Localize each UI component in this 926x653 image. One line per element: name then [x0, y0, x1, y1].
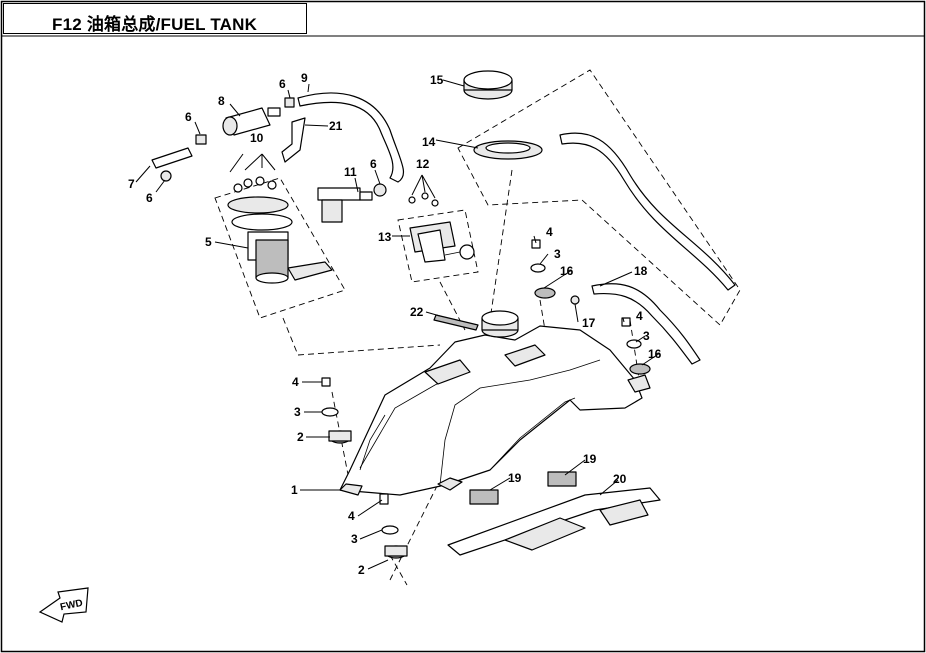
callout-3: 3	[294, 405, 301, 419]
fuel-filter	[222, 107, 281, 136]
tank-rear-bracket	[447, 471, 661, 556]
callout-10: 10	[250, 131, 264, 145]
breather-hose	[559, 132, 736, 291]
hose-clamp-a	[195, 134, 207, 145]
callout-12: 12	[416, 157, 430, 171]
page-title: F12 油箱总成/FUEL TANK	[52, 15, 258, 34]
hose-bracket	[281, 117, 306, 163]
fuel-pump	[227, 176, 333, 284]
title-box: F12 油箱总成/FUEL TANK	[3, 3, 307, 34]
callout-8: 8	[218, 94, 225, 108]
callout-19: 19	[508, 471, 522, 485]
fuel-tank-body	[339, 310, 651, 496]
callout-14: 14	[422, 135, 436, 149]
overflow-hose	[591, 283, 701, 365]
fuel-sender-group-outline	[397, 209, 479, 283]
hose-clamp-c	[160, 170, 172, 182]
forward-arrow: FWD	[38, 587, 89, 623]
callout-4: 4	[348, 509, 355, 523]
hose-clamp-d	[373, 183, 387, 197]
callout-6: 6	[146, 191, 153, 205]
callout-6: 6	[279, 77, 286, 91]
mount-kit-left-lower	[379, 493, 408, 559]
callout-15: 15	[430, 73, 444, 87]
hose-clip	[570, 295, 580, 305]
callout-11: 11	[344, 165, 357, 179]
callout-3: 3	[351, 532, 358, 546]
mount-kit-right-a	[530, 239, 556, 299]
callout-16: 16	[560, 264, 574, 278]
callout-9: 9	[301, 71, 308, 85]
callout-3: 3	[554, 247, 561, 261]
callout-22: 22	[410, 305, 424, 319]
callout-16: 16	[648, 347, 662, 361]
fuel-hose-long	[297, 92, 404, 183]
callout-13: 13	[378, 230, 392, 244]
callout-6: 6	[370, 157, 377, 171]
fuel-level-sender	[408, 192, 475, 263]
fuel-cap	[463, 70, 513, 100]
fwd-label: FWD	[59, 598, 84, 613]
callout-1: 1	[291, 483, 298, 497]
quick-connector	[317, 187, 373, 223]
callout-4: 4	[546, 225, 553, 239]
callout-21: 21	[329, 119, 343, 133]
leader-lines	[135, 79, 661, 570]
rubber-strip	[433, 314, 479, 331]
callout-17: 17	[582, 316, 596, 330]
fuel-cap-group-outline	[457, 69, 741, 326]
callout-19: 19	[583, 452, 597, 466]
callout-2: 2	[358, 563, 365, 577]
callout-7: 7	[128, 177, 135, 191]
callout-5: 5	[205, 235, 212, 249]
mount-kit-left-upper	[321, 377, 352, 444]
hose-clamp-b	[284, 97, 295, 108]
callout-2: 2	[297, 430, 304, 444]
callout-20: 20	[613, 472, 627, 486]
callout-3: 3	[643, 329, 650, 343]
fuel-hose-short	[151, 147, 193, 169]
callout-18: 18	[634, 264, 648, 278]
callout-4: 4	[636, 309, 643, 323]
callout-6: 6	[185, 110, 192, 124]
mount-kit-right-b	[621, 317, 651, 375]
callout-4: 4	[292, 375, 299, 389]
callout-numbers: 1 2 2 3 3 3 3 4 4 4 4 5 6 6 6 6 7 8 9 10…	[128, 71, 662, 577]
